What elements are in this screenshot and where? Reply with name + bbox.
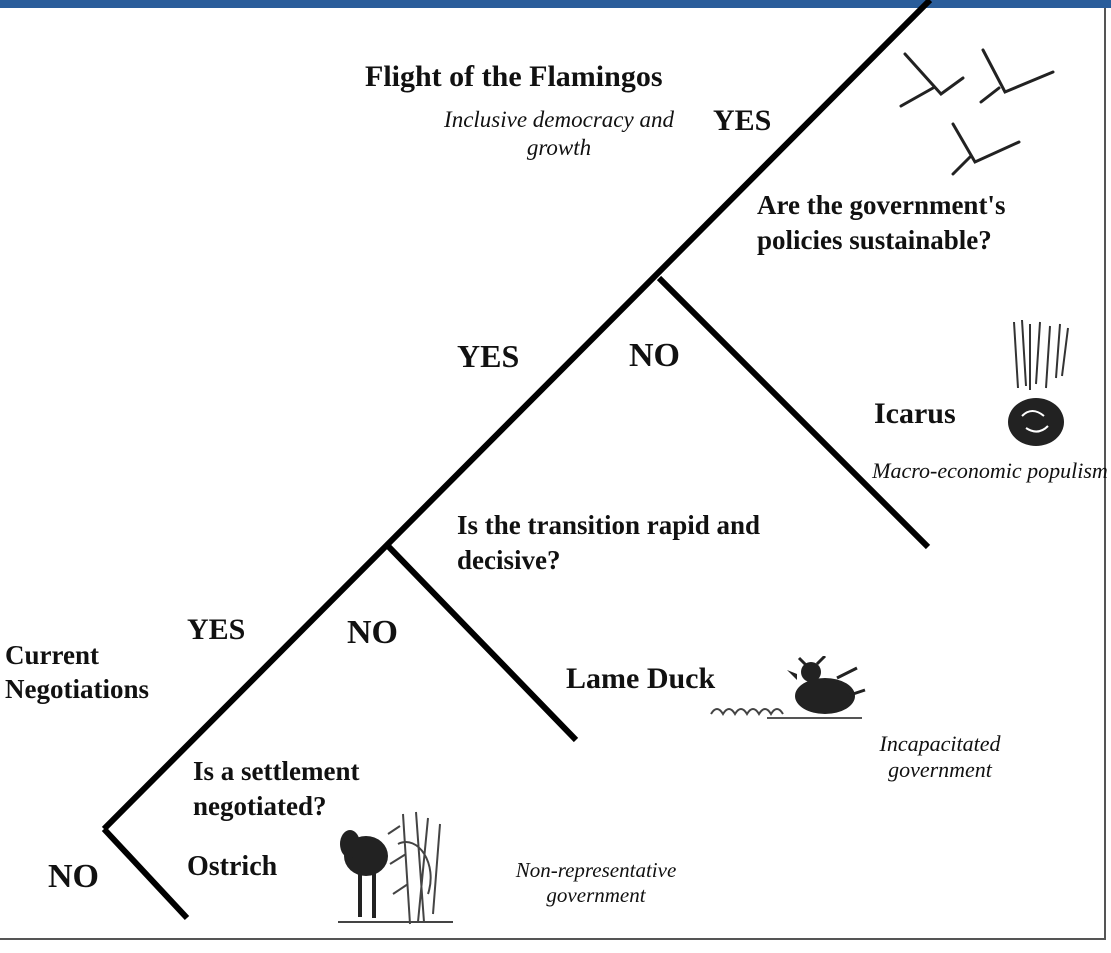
outcome-icarus-description: Macro-economic populism — [872, 458, 1108, 483]
branch-no-1: NO — [48, 858, 99, 895]
duck-icon — [710, 656, 866, 719]
branch-no-3-line — [656, 275, 931, 550]
outcome-lame-duck-name: Lame Duck — [566, 662, 716, 695]
outcome-flamingos-name: Flight of the Flamingos — [365, 60, 663, 93]
branch-no-3: NO — [629, 337, 680, 374]
diagram-frame — [0, 8, 1106, 940]
branch-no-2: NO — [347, 614, 398, 651]
branch-no-2-line — [385, 543, 579, 743]
question-sustainable: Are the government's policies sustainabl… — [757, 190, 1006, 255]
outcome-icarus-name: Icarus — [874, 397, 956, 430]
branch-no-1-line — [101, 826, 190, 921]
branch-yes-3: YES — [713, 104, 772, 137]
outcome-flamingos-description: Inclusive democracy and growth — [444, 107, 674, 160]
question-settlement: Is a settlement negotiated? — [193, 756, 360, 821]
top-border-bar — [0, 0, 1111, 8]
outcome-lame-duck-description: Incapacitated government — [879, 731, 1001, 782]
outcome-ostrich-description: Non-representative government — [515, 858, 677, 907]
ostrich-icon — [338, 811, 453, 925]
start-label: Current Negotiations — [5, 640, 149, 704]
icarus-icon — [1008, 319, 1069, 446]
trunk-line — [101, 0, 933, 832]
flamingos-icon — [899, 48, 1055, 176]
branch-yes-2: YES — [457, 338, 520, 374]
branch-yes-1: YES — [187, 613, 246, 646]
outcome-ostrich-name: Ostrich — [187, 851, 278, 882]
question-transition: Is the transition rapid and decisive? — [457, 510, 761, 575]
